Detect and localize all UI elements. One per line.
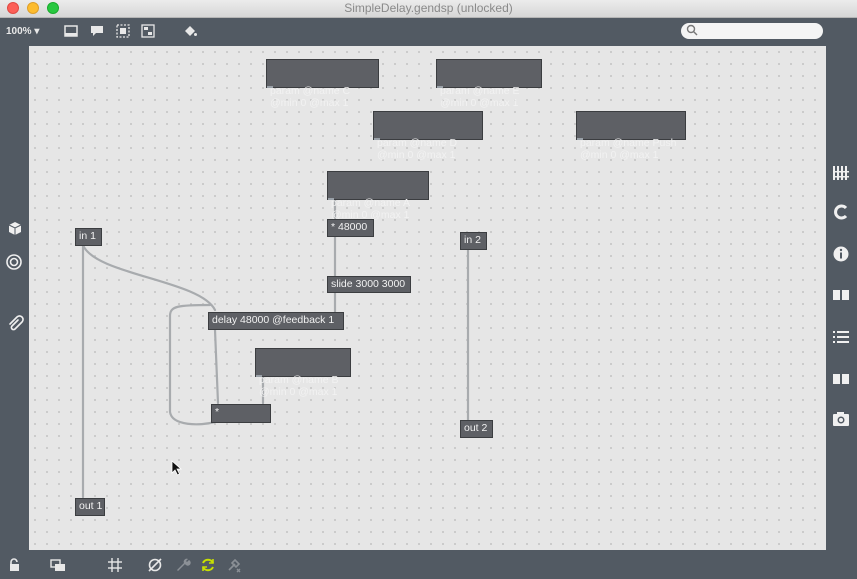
slide-object[interactable]: slide 3000 3000	[327, 276, 411, 293]
left-sidebar	[0, 46, 29, 550]
list-icon[interactable]	[832, 328, 850, 346]
wrench-icon[interactable]	[175, 557, 191, 573]
info-icon[interactable]	[832, 245, 850, 263]
cycle-icon[interactable]	[200, 557, 216, 573]
delay-object[interactable]: delay 48000 @feedback 1	[208, 312, 344, 330]
package-icon[interactable]	[6, 220, 24, 238]
param-d-object[interactable]: param @name D@min 0 @max 1	[373, 111, 483, 161]
lock-icon[interactable]	[6, 557, 22, 573]
param-c-object[interactable]: param @name C@min 0 @max 1	[266, 59, 379, 109]
outlet[interactable]	[374, 138, 380, 140]
search-icon	[686, 24, 698, 36]
param-b-object[interactable]: param @name B@min 0 @max 1	[255, 348, 351, 398]
paint-bucket-icon[interactable]	[183, 24, 197, 38]
debug-icon[interactable]	[226, 557, 242, 573]
grid-icon[interactable]	[832, 164, 850, 182]
minimize-button[interactable]	[27, 2, 39, 14]
snapshot-icon[interactable]	[832, 410, 850, 428]
window-title: SimpleDelay.gendsp (unlocked)	[344, 1, 513, 15]
out1-object[interactable]: out 1	[75, 498, 105, 516]
zoom-button[interactable]	[47, 2, 59, 14]
title-bar: SimpleDelay.gendsp (unlocked)	[0, 0, 857, 18]
outlet[interactable]	[328, 198, 334, 200]
select-icon[interactable]	[116, 24, 130, 38]
mouse-cursor-icon	[171, 460, 183, 476]
patcher-icon[interactable]	[141, 24, 155, 38]
mul-48000-object[interactable]: * 48000	[327, 219, 374, 237]
search-input[interactable]	[681, 23, 823, 39]
out2-object[interactable]: out 2	[460, 420, 493, 438]
target-icon[interactable]	[5, 253, 23, 271]
mul-object[interactable]: *	[211, 404, 271, 423]
presentation-icon[interactable]	[64, 24, 78, 38]
outlet[interactable]	[256, 375, 262, 377]
reference-icon[interactable]	[832, 370, 850, 388]
in1-object[interactable]: in 1	[75, 228, 102, 246]
outlet[interactable]	[437, 86, 443, 88]
in2-object[interactable]: in 2	[460, 232, 487, 250]
refresh-icon[interactable]	[832, 203, 850, 221]
param-a-object[interactable]: param @name A@min 0 @max 1	[327, 171, 429, 221]
close-button[interactable]	[7, 2, 19, 14]
outlet[interactable]	[267, 86, 273, 88]
mute-icon[interactable]	[147, 557, 163, 573]
paperclip-icon[interactable]	[6, 315, 24, 333]
grid-icon[interactable]	[107, 557, 123, 573]
param-e-object[interactable]: param @name E@min 0 @max 1	[436, 59, 542, 109]
book-icon[interactable]	[832, 286, 850, 304]
windows-icon[interactable]	[50, 557, 66, 573]
param-push-object[interactable]: param @name Push@min 0 @max 1	[576, 111, 686, 161]
zoom-menu[interactable]: 100% ▾	[6, 26, 40, 37]
bottom-toolbar	[0, 550, 857, 579]
right-sidebar	[826, 46, 857, 550]
comment-icon[interactable]	[90, 24, 104, 38]
outlet[interactable]	[577, 138, 583, 140]
